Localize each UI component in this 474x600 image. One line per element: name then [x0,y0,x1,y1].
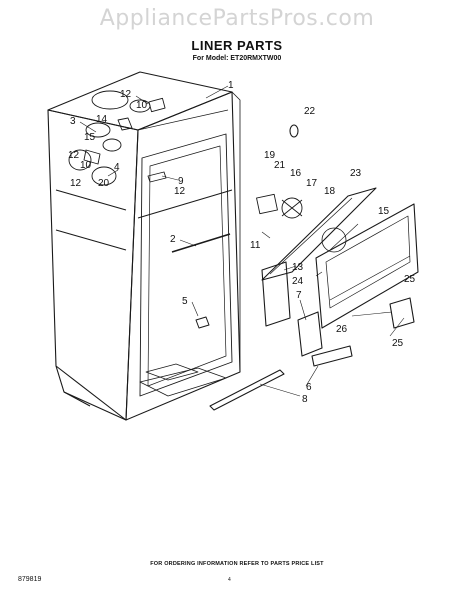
callout-11: 11 [250,240,261,251]
part-26-bracket [389,297,415,329]
callout-12-bottom: 12 [70,178,82,189]
callout-14: 14 [96,114,108,125]
callout-16: 16 [290,168,302,179]
watermark: AppliancePartsPros.com [99,6,375,31]
leader-lines [79,85,405,397]
callout-4: 4 [114,162,120,173]
callout-20: 20 [98,178,110,189]
callout-12-bracket: 12 [174,186,186,197]
callout-labels: 1 2 3 4 5 6 7 8 9 10 10 11 12 12 12 12 1… [68,80,416,405]
callout-5: 5 [182,296,188,307]
callout-25-upper: 25 [404,274,416,285]
callout-15-left: 15 [84,132,96,143]
callout-25-lower: 25 [392,338,404,349]
callout-8: 8 [302,394,308,405]
callout-23: 23 [350,168,362,179]
callout-18: 18 [324,186,336,197]
part-2-rod [171,233,231,253]
footer-note: FOR ORDERING INFORMATION REFER TO PARTS … [150,561,324,567]
liner-shell [47,71,241,421]
document-number: 879819 [18,576,42,583]
callout-26: 26 [336,324,348,335]
page-number: 4 [228,577,231,583]
fan-motor-assembly [256,193,303,219]
callout-12-left: 12 [68,150,80,161]
control-cluster [68,90,166,186]
callout-3: 3 [70,116,76,127]
callout-17: 17 [306,178,318,189]
callout-24: 24 [292,276,304,287]
model-line: For Model: ET20RMXTW00 [192,55,282,62]
callout-22: 22 [304,106,316,117]
callout-19: 19 [264,150,276,161]
callout-13: 13 [292,262,304,273]
callout-9: 9 [178,176,184,187]
callout-2: 2 [170,234,176,245]
callout-10-top: 10 [136,100,148,111]
part-22-screw [289,124,299,138]
callout-15-right: 15 [378,206,390,217]
part-7-panel [297,311,323,357]
callout-1: 1 [228,80,234,91]
part-9-bracket [147,171,167,183]
part-6-bracket [311,345,353,367]
callout-10-left: 10 [80,160,92,171]
callout-21: 21 [274,160,286,171]
page-title: LINER PARTS [191,38,283,53]
part-5-clip [195,316,210,329]
evaporator-cover [261,187,377,281]
part-13-panel [261,261,291,327]
callout-12-top: 12 [120,89,132,100]
callout-6: 6 [306,382,312,393]
fan-shroud [315,203,419,329]
callout-7: 7 [296,290,302,301]
part-8-trim-strip [209,369,285,411]
